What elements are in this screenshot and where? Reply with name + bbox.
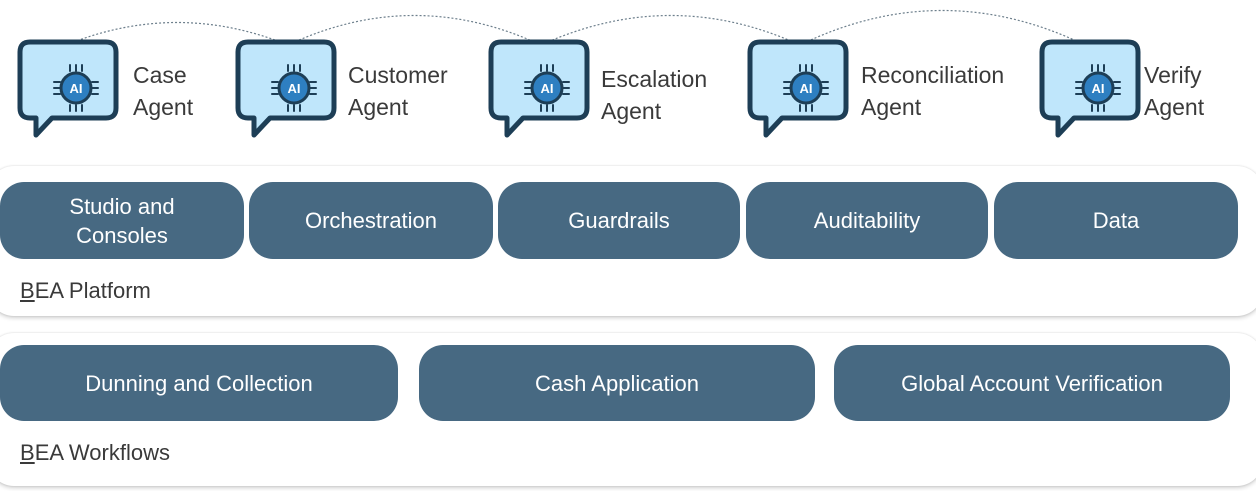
svg-text:AI: AI xyxy=(70,81,83,96)
bea-platform-label-rest: EA Platform xyxy=(34,278,151,303)
svg-text:AI: AI xyxy=(1092,81,1105,96)
module-orchestration[interactable]: Orchestration xyxy=(249,182,493,259)
bea-platform-label: BEA Platform xyxy=(20,278,151,304)
svg-text:AI: AI xyxy=(541,81,554,96)
agent-name-line1: Escalation xyxy=(601,66,708,92)
svg-text:AI: AI xyxy=(800,81,813,96)
ai-chat-bubble-icon: AI xyxy=(747,39,849,138)
bea-workflows-label: BEA Workflows xyxy=(20,440,170,466)
module-guardrails[interactable]: Guardrails xyxy=(498,182,740,259)
workflow-cash-application[interactable]: Cash Application xyxy=(419,345,815,421)
bea-workflows-label-initial: B xyxy=(20,440,35,465)
svg-text:AI: AI xyxy=(288,81,301,96)
ai-chat-bubble-icon: AI xyxy=(1039,39,1141,138)
agent-name-line1: Reconciliation xyxy=(861,62,1005,88)
agent-name-line2: Agent xyxy=(348,94,409,120)
workflow-dunning-and-collection[interactable]: Dunning and Collection xyxy=(0,345,398,421)
agent-name-line1: Verify xyxy=(1144,62,1202,88)
agent-name-line1: Case xyxy=(133,62,187,88)
ai-chat-bubble-icon: AI xyxy=(235,39,337,138)
agent-name-line2: Agent xyxy=(601,98,662,124)
agent-name-line2: Agent xyxy=(861,94,922,120)
agent-name-line2: Agent xyxy=(1144,94,1205,120)
ai-chat-bubble-icon: AI xyxy=(17,39,119,138)
module-auditability[interactable]: Auditability xyxy=(746,182,988,259)
agent-name-line2: Agent xyxy=(133,94,194,120)
agent-name-line1: Customer xyxy=(348,62,448,88)
module-data[interactable]: Data xyxy=(994,182,1238,259)
bea-workflows-label-rest: EA Workflows xyxy=(34,440,170,465)
workflow-global-account-verification[interactable]: Global Account Verification xyxy=(834,345,1230,421)
bea-platform-label-initial: B xyxy=(20,278,35,303)
module-studio-and-consoles[interactable]: Studio and Consoles xyxy=(0,182,244,259)
ai-chat-bubble-icon: AI xyxy=(488,39,590,138)
